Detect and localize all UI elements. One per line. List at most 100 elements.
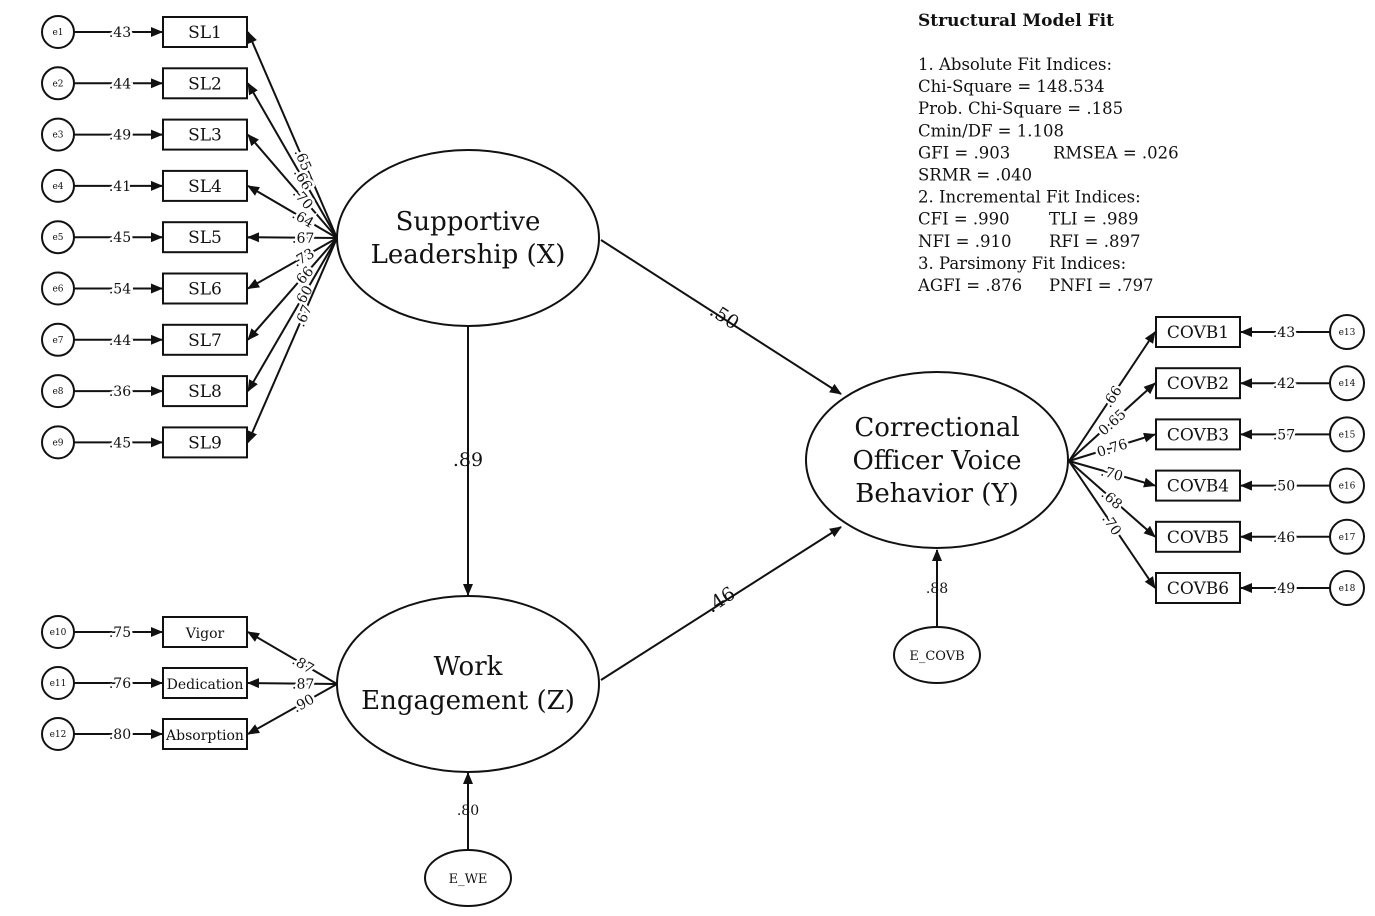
coef-sl-to-we: .89 xyxy=(453,449,483,471)
error-term-label: e17 xyxy=(1339,533,1356,543)
error-coefficient: .41 xyxy=(109,179,131,195)
error-coefficient: .43 xyxy=(109,25,131,41)
error-coefficient: .45 xyxy=(109,230,131,246)
error-term-label: e3 xyxy=(52,131,63,141)
error-coefficient: .49 xyxy=(109,128,131,144)
indicator-box xyxy=(1155,418,1241,451)
loading-arrow xyxy=(247,185,338,239)
loading-arrow xyxy=(247,237,338,290)
latent-we-line2: Engagement (Z) xyxy=(361,686,575,716)
loading-coefficient: .67 xyxy=(292,231,314,247)
path-we-to-covb xyxy=(600,526,842,681)
loading-arrow xyxy=(247,237,338,444)
error-coefficient: .76 xyxy=(109,676,131,692)
indicator-label: Absorption xyxy=(165,728,244,744)
indicator-box xyxy=(162,221,248,254)
indicator-box xyxy=(1155,469,1241,502)
fit-index-line: TLI = .989 xyxy=(1049,210,1139,229)
path-sl-to-covb xyxy=(600,239,842,395)
error-coefficient: .54 xyxy=(109,282,131,298)
fit-index-line: PNFI = .797 xyxy=(1049,276,1154,295)
indicator-box xyxy=(1155,367,1241,400)
coef-ecovb: .88 xyxy=(926,581,948,597)
error-coefficient: .43 xyxy=(1273,325,1295,341)
loading-arrow xyxy=(247,31,338,239)
indicator-label: SL7 xyxy=(188,331,222,351)
structural-paths xyxy=(463,239,942,850)
loading-coefficient: .87 xyxy=(289,653,316,678)
disturbance-e-we-label: E_WE xyxy=(449,872,488,887)
error-term-label: e9 xyxy=(52,438,63,448)
loading-arrow xyxy=(1068,460,1156,538)
error-coefficient: .44 xyxy=(109,76,131,92)
loading-arrow xyxy=(247,683,338,735)
indicator-label: COVB5 xyxy=(1167,528,1229,548)
indicator-label: SL4 xyxy=(188,177,222,197)
fit-index-line: Chi-Square = 148.534 xyxy=(918,77,1105,96)
error-term-label: e10 xyxy=(50,628,67,638)
error-coefficient: .45 xyxy=(109,435,131,451)
fit-index-line: NFI = .910 xyxy=(918,232,1011,251)
error-coefficient: .36 xyxy=(109,384,131,400)
latent-supportive-leadership: Supportive Leadership (X) xyxy=(336,149,600,327)
indicator-label: SL9 xyxy=(188,433,222,453)
error-coefficient: .46 xyxy=(1273,530,1295,546)
indicator-box xyxy=(162,667,248,699)
fit-index-line: 3. Parsimony Fit Indices: xyxy=(918,254,1126,273)
loading-arrow xyxy=(1068,382,1156,462)
indicator-box xyxy=(162,375,248,408)
loading-coefficient: .66 xyxy=(1100,383,1126,410)
fit-index-line: Prob. Chi-Square = .185 xyxy=(918,99,1123,118)
loading-coefficient: .70 xyxy=(1099,464,1125,486)
loading-arrow xyxy=(247,631,338,685)
fit-index-line: SRMR = .040 xyxy=(918,166,1032,185)
indicator-label: COVB1 xyxy=(1167,323,1229,343)
indicator-label: SL6 xyxy=(188,280,222,300)
indicator-box xyxy=(162,169,248,202)
indicator-label: SL1 xyxy=(188,23,222,43)
error-term-label: e12 xyxy=(50,730,67,740)
indicator-label: COVB2 xyxy=(1167,374,1229,394)
indicator-label: Dedication xyxy=(167,677,244,693)
loading-arrow xyxy=(1068,460,1156,589)
indicator-box xyxy=(162,426,248,459)
indicator-label: Vigor xyxy=(185,626,225,642)
indicator-box xyxy=(162,323,248,356)
loading-arrow xyxy=(247,237,338,392)
latent-work-engagement: Work Engagement (Z) xyxy=(336,595,600,773)
fit-index-line: Cmin/DF = 1.108 xyxy=(918,121,1064,140)
loading-coefficient: .87 xyxy=(292,676,314,692)
error-coefficient: .57 xyxy=(1273,427,1295,443)
indicator-box xyxy=(1155,316,1241,348)
indicator-box xyxy=(162,118,248,151)
indicator-box xyxy=(162,616,248,648)
disturbance-e-covb-label: E_COVB xyxy=(909,649,964,664)
error-term-label: e1 xyxy=(52,28,63,38)
error-term-label: e5 xyxy=(52,233,63,243)
fit-index-line: RMSEA = .026 xyxy=(1053,143,1179,162)
latent-we-line1: Work xyxy=(434,652,503,682)
fit-index-line: GFI = .903 xyxy=(918,143,1010,162)
indicator-box xyxy=(162,16,248,48)
indicator-box xyxy=(162,272,248,305)
error-term-label: e6 xyxy=(52,285,63,295)
latent-sl-line2: Leadership (X) xyxy=(371,240,566,270)
coef-sl-to-covb: .50 xyxy=(706,300,743,335)
fit-indices-panel: Structural Model Fit 1. Absolute Fit Ind… xyxy=(917,11,1179,295)
latent-covb-line3: Behavior (Y) xyxy=(855,479,1019,509)
error-coefficient: .75 xyxy=(109,625,131,641)
loading-coefficient: .67 xyxy=(292,303,316,330)
error-coefficient: .49 xyxy=(1273,581,1295,597)
latent-covb-line1: Correctional xyxy=(854,413,1019,443)
indicator-label: SL8 xyxy=(188,382,222,402)
loading-arrow xyxy=(247,232,338,243)
loading-arrow xyxy=(247,678,338,689)
indicator-label: SL2 xyxy=(188,74,222,94)
error-coefficient: .44 xyxy=(109,333,131,349)
error-term-label: e13 xyxy=(1339,328,1356,338)
indicator-box xyxy=(1155,572,1241,604)
coef-ewe: .80 xyxy=(457,803,479,819)
